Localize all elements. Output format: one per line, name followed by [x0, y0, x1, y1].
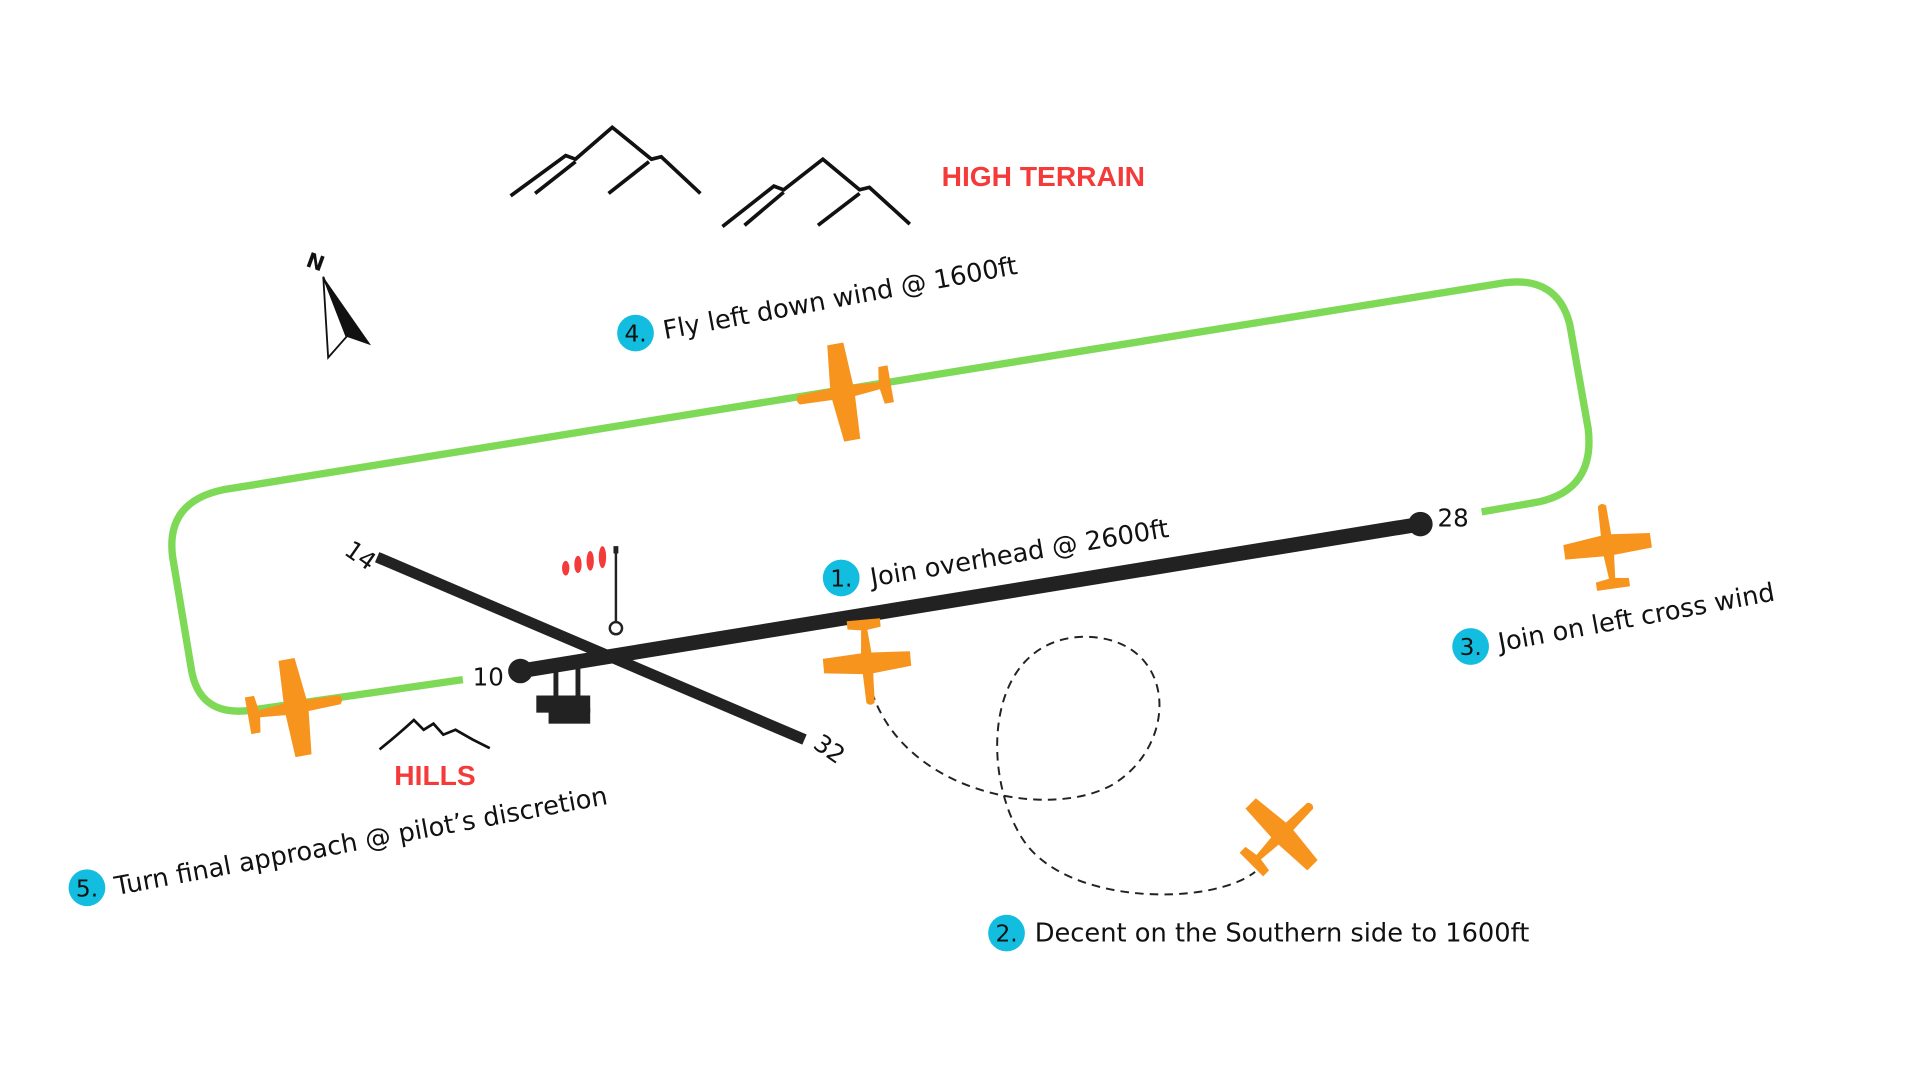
- svg-text:Join on left cross wind: Join on left cross wind: [1494, 578, 1777, 659]
- runway-threshold-28: [1408, 511, 1433, 537]
- hills-label: HILLS: [394, 760, 475, 791]
- runway-threshold-10: [508, 658, 533, 684]
- runway-label-14: 14: [339, 535, 381, 577]
- aircraft-joining-icon: [819, 615, 915, 709]
- aircraft-final-icon: [239, 651, 351, 764]
- high-terrain-label: HIGH TERRAIN: [942, 161, 1145, 192]
- runway-10-28: [519, 516, 1422, 679]
- airfield-building-icon: [536, 667, 591, 724]
- svg-text:3.: 3.: [1460, 634, 1482, 661]
- svg-text:4.: 4.: [624, 321, 646, 348]
- runway-label-28: 28: [1438, 504, 1469, 533]
- runway-14-32: [374, 552, 807, 745]
- svg-text:5.: 5.: [76, 875, 98, 902]
- hills-icon: [378, 718, 491, 751]
- svg-text:Turn final approach @ pilot’s: Turn final approach @ pilot’s discretion: [111, 781, 610, 902]
- circuit-pattern-path: [168, 278, 1593, 715]
- svg-text:Join overhead @ 2600ft: Join overhead @ 2600ft: [866, 514, 1171, 594]
- step-1: 1. Join overhead @ 2600ft: [822, 514, 1171, 597]
- step-5: 5. Turn final approach @ pilot’s discret…: [68, 781, 610, 907]
- step-2: 2. Decent on the Southern side to 1600ft: [988, 914, 1530, 952]
- windsock-icon: [562, 546, 624, 636]
- north-arrow-icon: N: [303, 248, 372, 360]
- aircraft-descending-icon: [1220, 773, 1343, 896]
- step-3: 3. Join on left cross wind: [1452, 578, 1777, 665]
- svg-text:Decent on the Southern side to: Decent on the Southern side to 1600ft: [1035, 919, 1530, 949]
- svg-text:1.: 1.: [830, 566, 852, 593]
- svg-text:2.: 2.: [996, 921, 1018, 948]
- runway-label-10: 10: [473, 663, 504, 692]
- svg-text:Fly left down wind @ 1600ft: Fly left down wind @ 1600ft: [661, 251, 1020, 346]
- step-4: 4. Fly left down wind @ 1600ft: [617, 251, 1020, 352]
- aircraft-crosswind-icon: [1558, 497, 1657, 595]
- svg-text:N: N: [303, 248, 328, 277]
- runway-label-32: 32: [808, 728, 850, 770]
- descent-path: [870, 635, 1256, 896]
- high-terrain-mountains-icon: [509, 124, 912, 228]
